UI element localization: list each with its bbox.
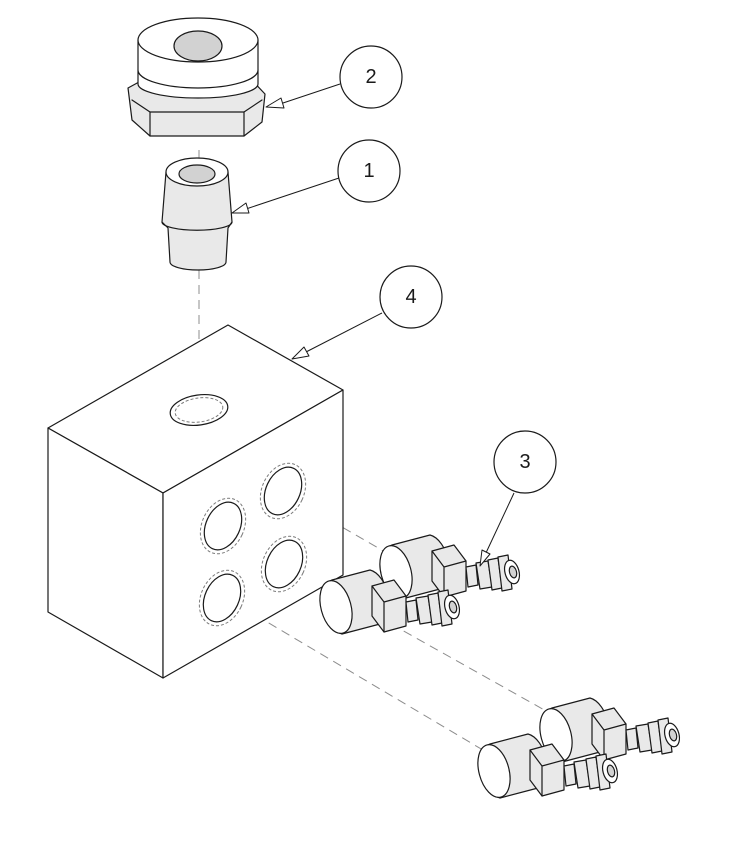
callout-4: 4 (291, 265, 443, 360)
callout-2: 2 (265, 45, 403, 109)
callout-3: 3 (479, 430, 557, 567)
callout-1-label: 1 (363, 160, 374, 182)
part-2-hex-adapter (127, 17, 266, 137)
callout-1: 1 (231, 139, 401, 214)
part-4-manifold-block (47, 324, 344, 679)
callout-2-circle (339, 45, 403, 109)
callout-4-circle (379, 265, 443, 329)
callout-2-label: 2 (365, 66, 376, 88)
callout-3-label: 3 (519, 451, 530, 473)
part-1-sleeve (161, 157, 233, 271)
callout-1-circle (337, 139, 401, 203)
callout-4-label: 4 (405, 286, 416, 308)
callout-3-circle (493, 430, 557, 494)
part-3-fittings (313, 534, 683, 802)
